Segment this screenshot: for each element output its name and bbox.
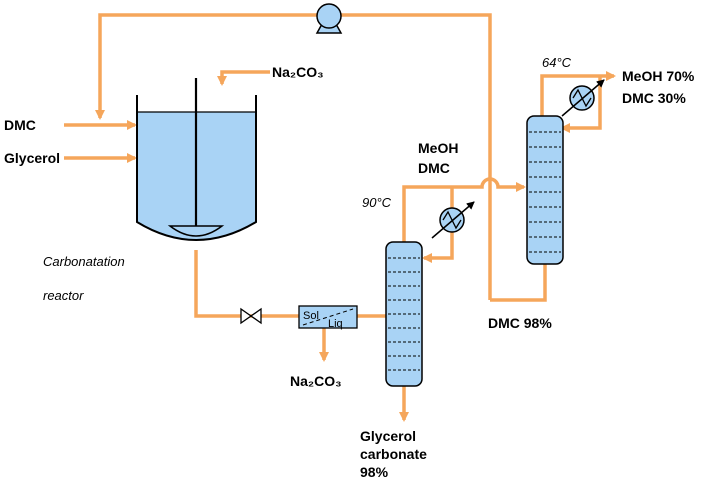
reactor-label-line1: Carbonatation — [43, 254, 125, 269]
recycle-stream — [95, 13, 492, 300]
dmc-feed-label: DMC — [4, 117, 36, 133]
dmc-intermediate-label: DMC — [418, 160, 450, 176]
na2co3-feed-label: Na₂CO₃ — [272, 64, 324, 80]
top-product-label-line2: DMC 30% — [622, 90, 686, 106]
solid-liquid-separator: Sol Liq — [298, 305, 358, 330]
dmc-recycle-label: DMC 98% — [488, 315, 552, 331]
column2-overhead-stream — [540, 71, 616, 116]
top-product-label-line1: MeOH 70% — [622, 68, 695, 84]
column1-temperature-label: 90°C — [362, 195, 392, 210]
column1-overhead-stream — [402, 177, 526, 242]
reactor-outlet-stream — [194, 250, 299, 318]
distillation-column-1 — [385, 241, 423, 387]
meoh-intermediate-label: MeOH — [418, 140, 458, 156]
reactor-vessel — [136, 95, 257, 241]
separator-sol-label: Sol — [303, 310, 319, 322]
na2co3-out-label: Na₂CO₃ — [290, 373, 342, 389]
product-label-line1: Glycerol — [360, 428, 416, 444]
pump-icon — [315, 3, 343, 34]
valve-icon — [240, 307, 262, 325]
na2co3-feed-stream — [217, 70, 270, 86]
distillation-column-2 — [526, 115, 564, 265]
reactor-label-line2: reactor — [43, 288, 84, 303]
product-label-line3: 98% — [360, 464, 389, 480]
column2-condenser-loop — [560, 76, 602, 133]
dmc-recycle-bottom-stream — [490, 264, 547, 302]
heat-exchanger-icon — [431, 201, 475, 239]
column2-temperature-label: 64°C — [542, 55, 572, 70]
glycerol-feed-label: Glycerol — [4, 150, 60, 166]
product-label-line2: carbonate — [360, 446, 427, 462]
heat-exchanger-icon — [561, 79, 605, 117]
separator-liq-label: Liq — [328, 318, 343, 330]
agitator-impeller — [167, 225, 225, 237]
carbonatation-reactor — [136, 78, 257, 241]
